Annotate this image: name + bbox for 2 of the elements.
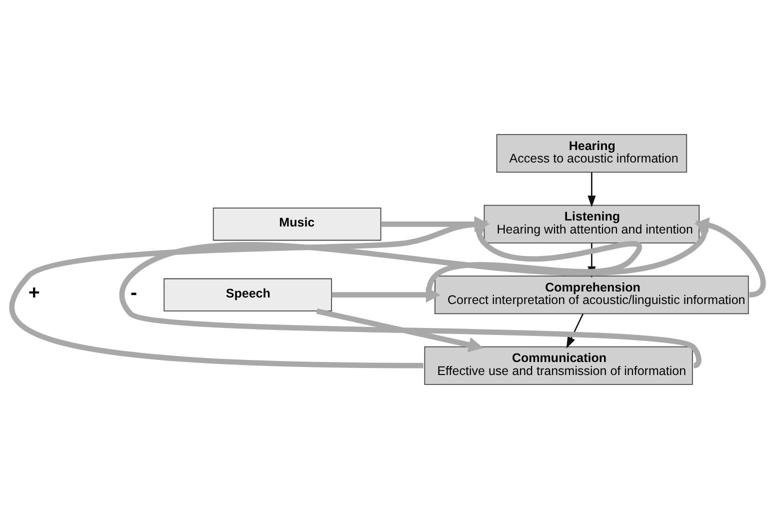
edge-label: + [28,281,40,304]
edge-label: - [130,281,138,304]
